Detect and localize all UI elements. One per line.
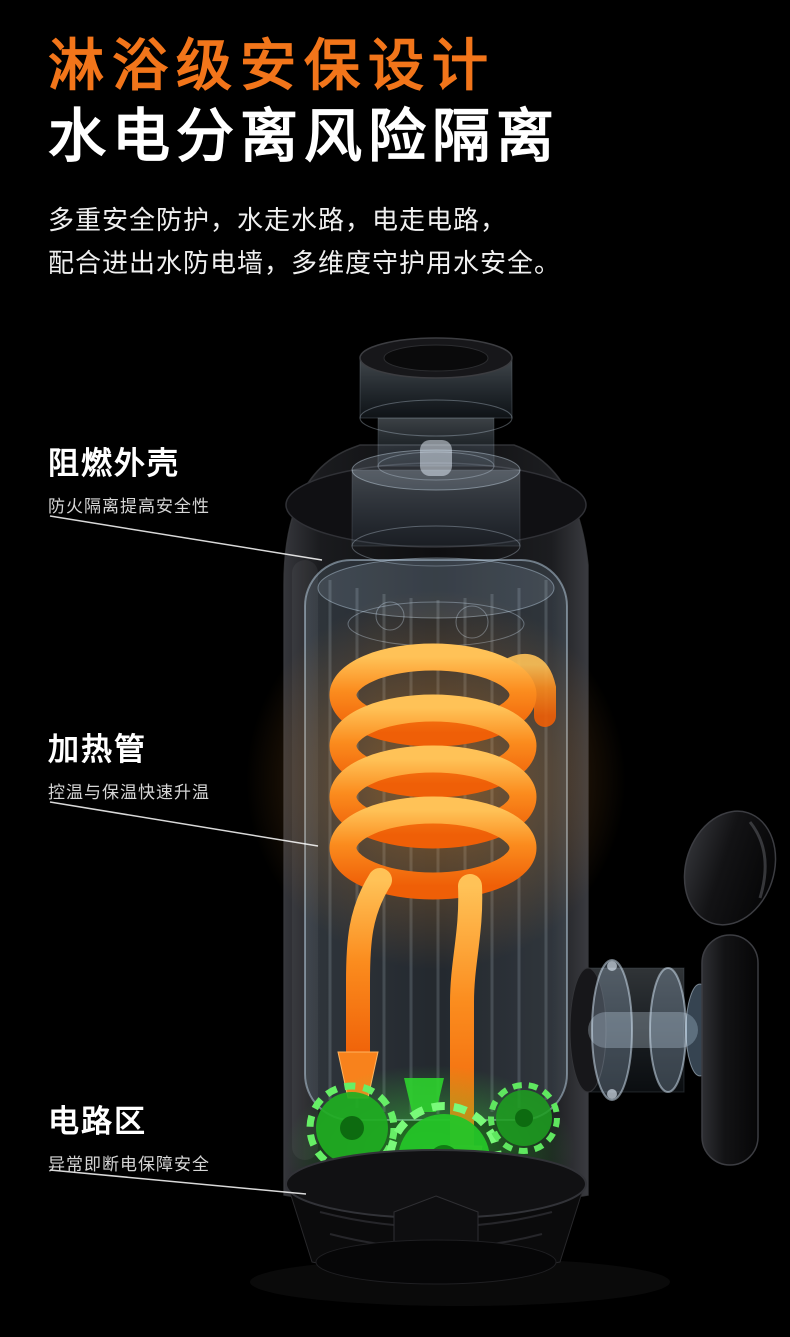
callout-circuit-area-desc: 异常即断电保障安全 <box>48 1155 210 1174</box>
callout-heating-coil-desc: 控温与保温快速升温 <box>48 783 210 802</box>
leader-lines <box>49 515 323 1195</box>
circuit-gear-left <box>306 1082 398 1174</box>
circuit-gear-right <box>488 1082 560 1154</box>
subtitle: 多重安全防护，水走水路，电走电路， 配合进出水防电墙，多维度守护用水安全。 <box>48 199 748 285</box>
base-illustration <box>250 1149 670 1306</box>
headline-main: 水电分离风险隔离 <box>48 104 561 170</box>
outlet-assembly-illustration <box>569 959 715 1101</box>
callout-heating-coil: 加热管 控温与保温快速升温 <box>48 724 210 803</box>
callout-shell-desc: 防火隔离提高安全性 <box>48 497 210 516</box>
callout-circuit-area: 电路区 异常即断电保障安全 <box>48 1096 210 1175</box>
water-pipes-illustration <box>346 868 483 1158</box>
callout-heating-coil-title: 加热管 <box>48 732 147 767</box>
leader-line-coil <box>49 801 319 847</box>
inlet-pipe-illustration <box>351 337 521 567</box>
leader-line-circuit <box>49 1169 307 1195</box>
headline-accent: 淋浴级安保设计 <box>48 34 496 97</box>
subtitle-line-2: 配合进出水防电墙，多维度守护用水安全。 <box>48 247 562 278</box>
callout-shell: 阻燃外壳 防火隔离提高安全性 <box>48 438 210 517</box>
subtitle-line-1: 多重安全防护，水走水路，电走电路， <box>48 205 508 236</box>
callout-shell-title: 阻燃外壳 <box>48 446 180 481</box>
heating-coil-illustration <box>246 590 626 1193</box>
header: 淋浴级安保设计 水电分离风险隔离 多重安全防护，水走水路，电走电路， 配合进出水… <box>48 34 748 285</box>
handle-illustration <box>683 810 777 1166</box>
leader-line-shell <box>49 515 323 561</box>
callout-circuit-area-title: 电路区 <box>48 1104 147 1139</box>
